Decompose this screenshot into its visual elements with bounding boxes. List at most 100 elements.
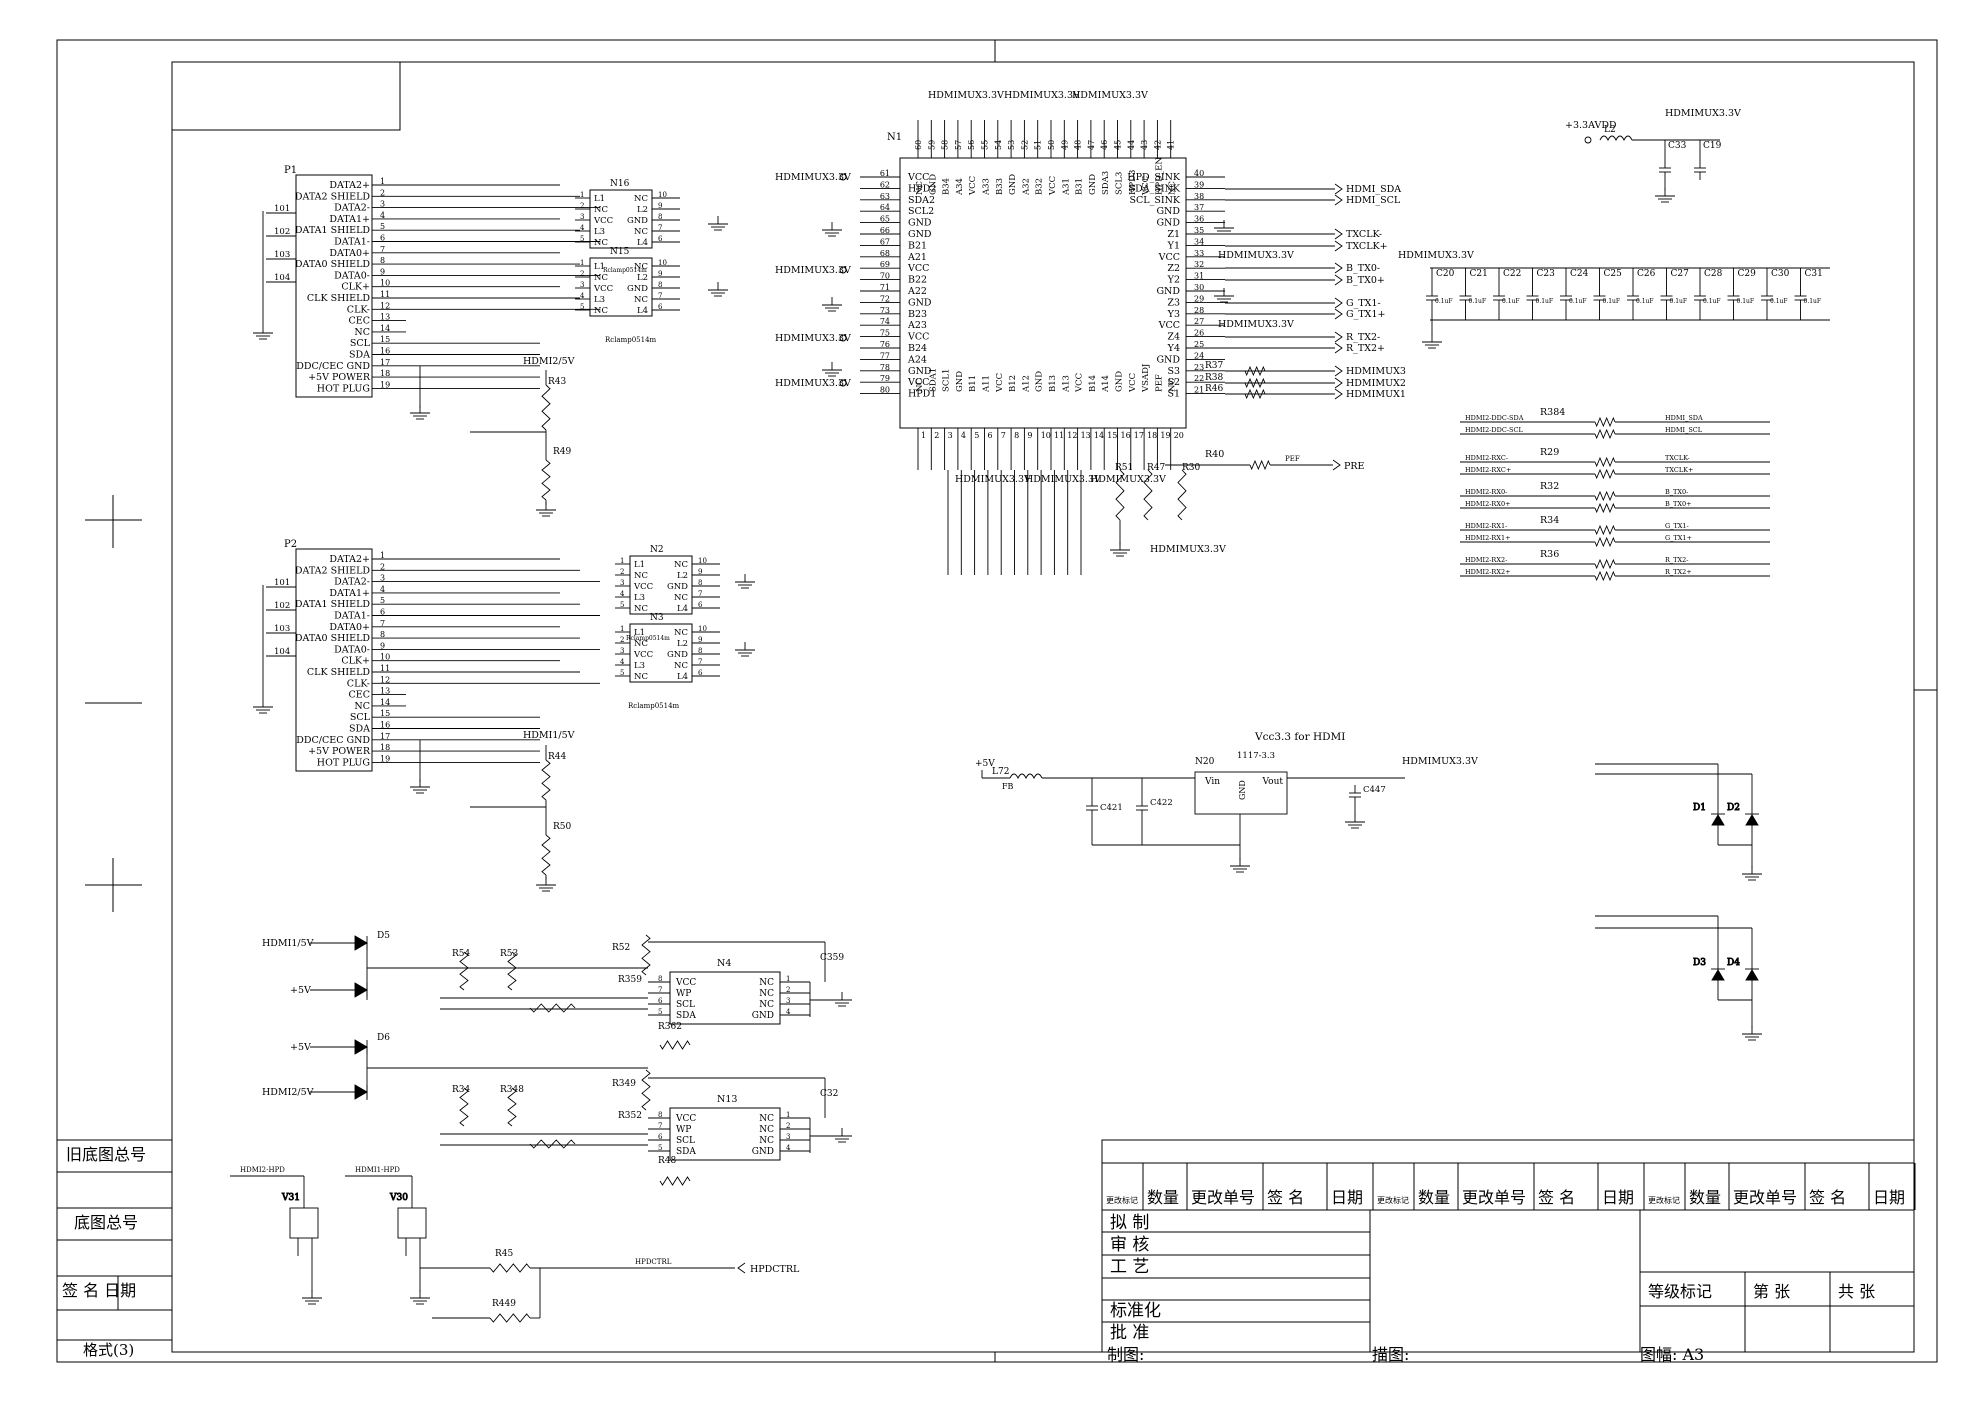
transistor-v31: V31: [281, 1193, 319, 1268]
ic-n1-top-pin: VCC: [1048, 176, 1058, 196]
capacitor-c422: [1136, 798, 1148, 818]
title-header-cell: 日期: [1331, 1188, 1363, 1207]
resistor-ref: R44: [548, 752, 567, 762]
rclamp-pin-num: 4: [580, 292, 585, 300]
connector-pin-name: DATA1-: [334, 237, 370, 248]
capacitor-c22: [1493, 288, 1505, 308]
connector-pin-name: CLK+: [341, 282, 370, 293]
eeprom-pin-num: 3: [786, 997, 790, 1005]
ground-symbol: [822, 362, 842, 377]
ic-n1-top-pin: GND: [1008, 174, 1018, 195]
ic-n1-pin-number: 26: [1194, 329, 1204, 338]
rclamp-pin: L2: [677, 639, 688, 649]
net-label-small: G_TX1+: [1665, 534, 1692, 542]
ic-n1-pin-name: HPD1: [908, 389, 936, 400]
rclamp-pin-num: 1: [580, 191, 584, 199]
rclamp-pin: NC: [674, 661, 688, 671]
connector-pin-number: 10: [380, 653, 390, 662]
capacitor-ref: C31: [1805, 269, 1823, 279]
ic-n1-pin-number: 48: [1074, 140, 1083, 150]
title-format: 格式(3): [83, 1341, 134, 1359]
capacitor-c421: [1086, 798, 1098, 818]
rclamp-pin-num: 10: [698, 557, 707, 565]
capacitor-value: 0.1uF: [1536, 298, 1554, 305]
resistor-ref: R359: [618, 975, 642, 985]
rclamp-pin-num: 3: [620, 579, 624, 587]
ic-n1-pin-number: 25: [1194, 340, 1204, 349]
rclamp-pin: L1: [594, 194, 605, 204]
ic-n1-top-pin: A33: [982, 178, 992, 196]
power-net-label: HDMI1/5V: [262, 938, 314, 949]
rclamp-pin-num: 2: [580, 202, 584, 210]
resistor-ref: R352: [618, 1111, 642, 1121]
connector-pin-number: 11: [380, 664, 390, 673]
capacitor-value: 0.1uF: [1502, 298, 1520, 305]
capacitor-value: 0.1uF: [1603, 298, 1621, 305]
connector-pin-name: DATA1+: [329, 588, 370, 599]
ground-symbol: [708, 216, 728, 231]
rclamp-pin-num: 6: [658, 235, 663, 243]
ic-n1-pin-number: 34: [1194, 237, 1204, 246]
eeprom-pin-num: 6: [658, 997, 663, 1005]
ground-symbol: [1214, 220, 1234, 235]
rclamp-pin-num: 7: [698, 658, 702, 666]
capacitor-ref: C27: [1671, 269, 1690, 279]
ic-n1-pin-name: S3: [1167, 366, 1180, 377]
ldo-ref: N20: [1195, 757, 1215, 767]
rclamp-pin-num: 1: [620, 625, 624, 633]
ic-n1-pin-name: B24: [908, 343, 927, 354]
title-header-cell: 数量: [1147, 1188, 1179, 1207]
eeprom-pin-num: 8: [658, 1111, 662, 1119]
rclamp-pin: L4: [677, 604, 688, 614]
power-net-label: HDMIMUX3.3V: [928, 90, 1004, 101]
ic-n1-pin-name: VCC: [1158, 252, 1180, 263]
capacitor-value: 0.1uF: [1435, 298, 1453, 305]
power-net-label: +3.3AVDD: [1565, 120, 1617, 131]
rclamp-pin: VCC: [633, 650, 653, 660]
ic-n1-pin-number: 20: [1174, 431, 1184, 440]
rclamp-caption: Rclamp0514m: [626, 635, 670, 642]
transistor-ref: V30: [389, 1193, 408, 1203]
net-label: HDMI_SCL: [1346, 195, 1401, 206]
ic-n1-pin-number: 13: [1081, 431, 1091, 440]
net-label: HDMIMUX1: [1346, 389, 1406, 400]
resistor-r47: [1143, 469, 1153, 521]
title-header-cell: 日期: [1602, 1188, 1634, 1207]
ic-n1-pin-name: GND: [908, 297, 932, 308]
resistor-ref: R52: [612, 943, 630, 953]
ground-symbol: [1742, 1026, 1762, 1041]
rclamp-pin: NC: [634, 639, 648, 649]
ldo-pin: GND: [1238, 780, 1247, 800]
resistor-ref: R449: [492, 1299, 516, 1309]
connector-pin-number: 12: [380, 675, 390, 684]
ground-symbol: [253, 699, 273, 714]
capacitor-ref: C33: [1668, 141, 1687, 151]
connector-pin-name: DATA1 SHIELD: [295, 599, 370, 610]
net-label: PRE: [1344, 461, 1365, 472]
ic-n1-pin-number: 30: [1194, 283, 1204, 292]
ic-n1-pin-number: 10: [1041, 431, 1051, 440]
net-label-small: HDMI_SCL: [1665, 426, 1703, 434]
rclamp-pin-num: 10: [658, 259, 667, 267]
inner-border: [171, 61, 1915, 1353]
ic-n1-pin-number: 5: [974, 431, 979, 440]
ic-n1-pin-name: SCL_SINK: [1129, 195, 1180, 206]
ground-symbol: [410, 405, 430, 420]
connector-pin-number: 1: [380, 551, 385, 560]
capacitor-value: 0.1uF: [1569, 298, 1587, 305]
connector-pin-name: DATA2-: [334, 203, 370, 214]
connector-pin-number: 18: [380, 369, 390, 378]
capacitor-c20: [1426, 288, 1438, 308]
ic-n1-pin-number: 63: [880, 192, 890, 201]
rclamp-pin: GND: [667, 582, 688, 592]
ic-n1-pin-name: VCC: [1158, 320, 1180, 331]
ic-n1-body: [899, 157, 1187, 429]
net-label-small: HDMI2-RX1-: [1465, 522, 1507, 530]
net-label: HDMIMUX3: [1346, 366, 1406, 377]
connector-pin-name: NC: [354, 701, 370, 712]
ic-n1-pin-number: 58: [941, 140, 950, 150]
